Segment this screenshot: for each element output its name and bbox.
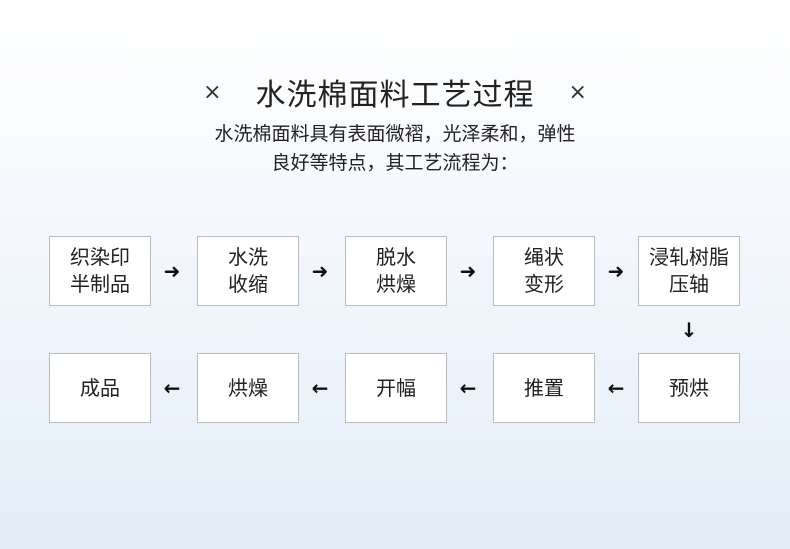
step-label: 半制品: [70, 272, 130, 296]
step-weaving-dyeing-printing: 织染印半制品: [49, 236, 151, 306]
page-title: 水洗棉面料工艺过程: [255, 78, 535, 113]
step-label: 成品: [80, 375, 120, 400]
step-finished-product: 成品: [49, 353, 151, 423]
step-washing-shrink: 水洗收缩: [197, 236, 299, 306]
right-cross-mark: ×: [568, 79, 587, 105]
step-setting: 推置: [493, 353, 595, 423]
step-drying: 烘燥: [197, 353, 299, 423]
step-label: 烘燥: [376, 272, 416, 296]
step-open-width: 开幅: [345, 353, 447, 423]
left-cross-mark: ×: [203, 79, 222, 105]
step-resin-padding: 浸轧树脂压轴: [638, 236, 740, 306]
step-rope-deformation: 绳状变形: [493, 236, 595, 306]
arrow-right-icon: ➜: [311, 259, 329, 283]
arrow-right-icon: ➜: [607, 259, 625, 283]
step-dehydration-drying: 脱水烘燥: [345, 236, 447, 306]
step-label: 织染印: [70, 245, 130, 269]
arrow-down-icon: ↓: [680, 318, 698, 342]
step-label: 开幅: [376, 375, 416, 400]
step-label: 压轴: [669, 272, 709, 296]
arrow-right-icon: ➜: [163, 259, 181, 283]
title-row: × 水洗棉面料工艺过程 ×: [0, 70, 790, 114]
step-label: 水洗: [228, 245, 268, 269]
description: 水洗棉面料具有表面微褶，光泽柔和，弹性 良好等特点，其工艺流程为：: [0, 120, 790, 178]
step-label: 浸轧树脂: [649, 245, 729, 269]
step-pre-drying: 预烘: [638, 353, 740, 423]
arrow-right-icon: ➜: [459, 259, 477, 283]
step-label: 烘燥: [228, 375, 268, 400]
step-label: 变形: [524, 272, 564, 296]
arrow-left-icon: ←: [459, 376, 477, 400]
description-line-2: 良好等特点，其工艺流程为：: [271, 152, 519, 174]
arrow-left-icon: ←: [311, 376, 329, 400]
step-label: 绳状: [524, 245, 564, 269]
step-label: 脱水: [376, 245, 416, 269]
arrow-left-icon: ←: [163, 376, 181, 400]
step-label: 预烘: [669, 375, 709, 400]
arrow-left-icon: ←: [607, 376, 625, 400]
step-label: 推置: [524, 375, 564, 400]
step-label: 收缩: [228, 272, 268, 296]
description-line-1: 水洗棉面料具有表面微褶，光泽柔和，弹性: [214, 123, 576, 145]
